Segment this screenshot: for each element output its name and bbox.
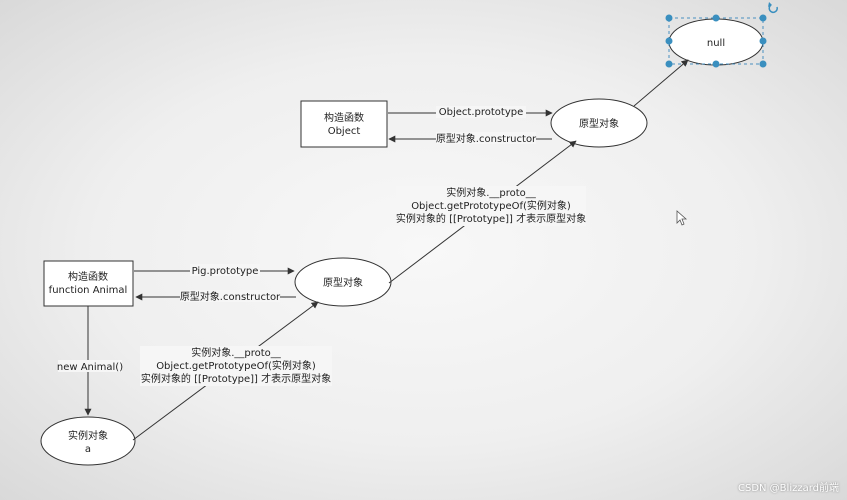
object-prototype-label: 原型对象 <box>579 117 619 130</box>
instance-a-line2: a <box>85 444 91 455</box>
edge-object-constructor-label: 原型对象.constructor <box>436 132 537 145</box>
animal-prototype-label: 原型对象 <box>323 276 363 289</box>
edge-animal-constructor[interactable]: 原型对象.constructor <box>135 290 296 303</box>
resize-handle[interactable] <box>665 37 673 45</box>
edge-object-prototype-label: Object.prototype <box>439 107 523 118</box>
instance-a-line1: 实例对象 <box>68 429 108 442</box>
null-node[interactable]: null <box>668 18 764 66</box>
edge-object-constructor[interactable]: 原型对象.constructor <box>388 132 552 145</box>
resize-handle[interactable] <box>759 37 767 45</box>
animal-constructor-node[interactable]: 构造函数 function Animal <box>43 260 134 307</box>
lower-proto-label-2: Object.getPrototypeOf(实例对象) <box>156 359 316 372</box>
animal-constructor-line1: 构造函数 <box>68 270 108 283</box>
lower-proto-label-3: 实例对象的 [[Prototype]] 才表示原型对象 <box>141 372 331 385</box>
animal-constructor-line2: function Animal <box>49 285 128 296</box>
upper-proto-label-2: Object.getPrototypeOf(实例对象) <box>411 199 571 212</box>
resize-handle[interactable] <box>712 60 720 68</box>
object-constructor-node[interactable]: 构造函数 Object <box>300 100 388 148</box>
object-constructor-line2: Object <box>328 126 361 137</box>
watermark: CSDN @Blizzard前端 <box>737 483 839 494</box>
rotate-icon[interactable] <box>768 2 778 14</box>
resize-handle[interactable] <box>665 60 673 68</box>
resize-handle[interactable] <box>665 14 673 22</box>
null-label: null <box>707 38 725 49</box>
edge-proto-to-null[interactable] <box>633 59 689 107</box>
animal-prototype-node[interactable]: 原型对象 <box>294 257 392 307</box>
edge-new-animal-label: new Animal() <box>57 362 123 373</box>
edge-animal-proto-to-object-proto[interactable]: 实例对象.__proto__ Object.getPrototypeOf(实例对… <box>388 140 586 284</box>
upper-proto-label-1: 实例对象.__proto__ <box>446 186 537 199</box>
edge-new-animal[interactable]: new Animal() <box>57 306 123 416</box>
selection-box <box>665 14 767 68</box>
object-constructor-line1: 构造函数 <box>324 111 364 124</box>
instance-a-node[interactable]: 实例对象 a <box>40 416 136 466</box>
edge-pig-prototype-label: Pig.prototype <box>192 266 259 277</box>
object-prototype-node[interactable]: 原型对象 <box>550 98 648 148</box>
edge-pig-prototype[interactable]: Pig.prototype <box>134 264 295 277</box>
lower-proto-label-1: 实例对象.__proto__ <box>191 346 282 359</box>
mouse-cursor-icon <box>676 210 688 226</box>
resize-handle[interactable] <box>712 14 720 22</box>
upper-proto-label-3: 实例对象的 [[Prototype]] 才表示原型对象 <box>396 212 586 225</box>
edge-animal-constructor-label: 原型对象.constructor <box>180 290 281 303</box>
edge-object-prototype[interactable]: Object.prototype <box>388 106 553 118</box>
resize-handle[interactable] <box>759 14 767 22</box>
resize-handle[interactable] <box>759 60 767 68</box>
edge-instance-to-animal-proto[interactable]: 实例对象.__proto__ Object.getPrototypeOf(实例对… <box>132 301 332 441</box>
